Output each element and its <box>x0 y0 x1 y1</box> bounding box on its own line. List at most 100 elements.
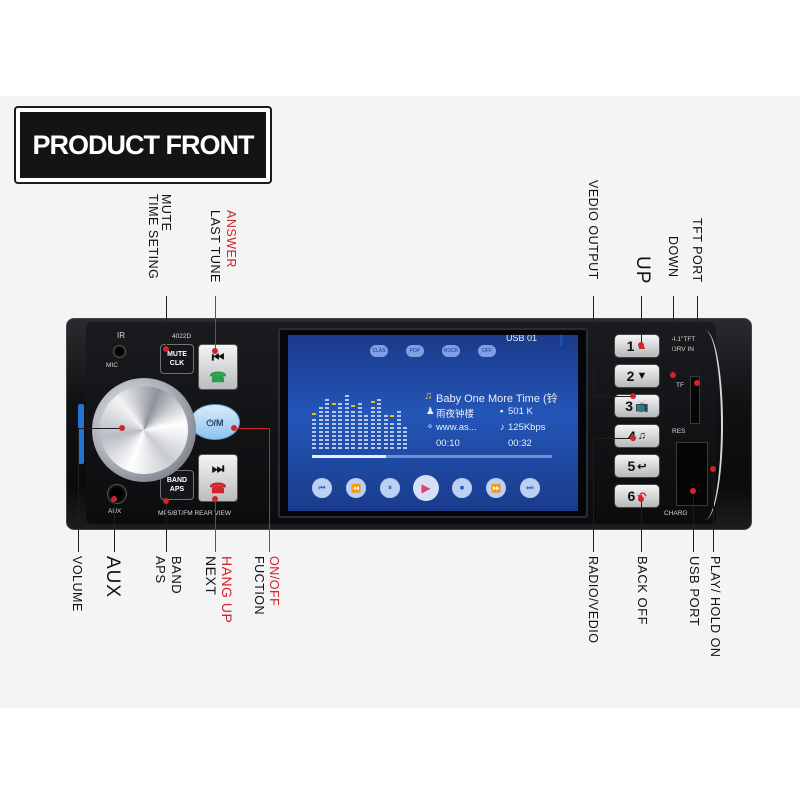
eq-bar <box>370 407 375 449</box>
hangup-next-button[interactable]: ⏭ ☎ <box>198 454 238 502</box>
model-label: 4022D <box>172 333 192 340</box>
marker-answer <box>212 348 218 354</box>
label-back-off: BACK OFF <box>635 556 650 626</box>
mute-clk-button[interactable]: MUTE CLK <box>160 344 194 374</box>
eq-bar <box>383 413 388 449</box>
leader-on-off <box>269 428 270 552</box>
leader-band <box>166 502 167 552</box>
button-2-number: 2 <box>626 368 635 384</box>
label-next: NEXT <box>203 556 219 596</box>
marker-hang-up <box>212 496 218 502</box>
artist-icon: ♟ <box>426 406 435 417</box>
device-caption: MP5/BT/FM REAR VIEW <box>158 510 231 517</box>
tf-card-slot[interactable] <box>690 376 700 424</box>
faceplate-curve <box>693 330 723 520</box>
aps-text: APS <box>169 486 185 493</box>
label-time-seting: TIME SETING <box>146 194 160 280</box>
title-box: PRODUCT FRONT <box>14 106 272 184</box>
answer-last-tune-button[interactable]: ⏮ ☎ <box>198 344 238 390</box>
page-title: PRODUCT FRONT <box>20 112 266 178</box>
label-hang-up: HANG UP <box>219 556 235 624</box>
progress-fill <box>312 455 387 458</box>
band-text: BAND <box>166 477 188 484</box>
button-1-up[interactable]: 1▲ <box>614 334 660 358</box>
elapsed-time: 00:10 <box>436 438 460 449</box>
stop-button[interactable]: ⏹ <box>452 478 472 498</box>
button-6-play-hold[interactable]: 6↶ <box>614 484 660 508</box>
button-5-back[interactable]: 5↩ <box>614 454 660 478</box>
label-mute: MUTE <box>159 194 173 232</box>
bitrate: 125Kbps <box>508 422 546 433</box>
button-3-video[interactable]: 3📺 <box>614 394 660 418</box>
button-2-down[interactable]: 2▼ <box>614 364 660 388</box>
first-track-button[interactable]: ⏮ <box>312 478 332 498</box>
eq-bar <box>357 403 362 449</box>
marker-down <box>670 372 676 378</box>
play-button[interactable]: ▶ <box>413 475 439 501</box>
label-band: BAND <box>169 556 184 595</box>
file-size-icon: ▪ <box>500 406 504 417</box>
leader-volume <box>78 428 79 552</box>
aux-jack[interactable] <box>107 484 127 504</box>
progress-track[interactable] <box>312 455 552 458</box>
eq-peak <box>370 401 375 403</box>
label-on-off: ON/OFF <box>267 556 281 607</box>
marker-band <box>163 498 169 504</box>
button-5-number: 5 <box>627 458 636 474</box>
eq-bar <box>338 401 342 449</box>
button-1-number: 1 <box>626 338 635 354</box>
eq-bar <box>331 409 336 449</box>
eq-button-rock[interactable]: ROCK <box>442 345 460 357</box>
volume-knob[interactable] <box>100 386 188 474</box>
eq-bar <box>312 419 316 449</box>
label-vedio-output: VEDIO OUTPUT <box>586 180 600 280</box>
marker-vedio-output <box>630 393 636 399</box>
label-answer: ANSWER <box>224 210 238 268</box>
pause-button[interactable]: ⏸ <box>380 478 400 498</box>
marker-back-off <box>638 496 644 502</box>
eq-button-clas[interactable]: CLAS <box>370 345 388 357</box>
mute-text: MUTE <box>167 351 187 358</box>
leader-up <box>641 296 642 344</box>
leader-tft-port <box>697 296 698 382</box>
marker-volume <box>119 425 125 431</box>
last-track-button[interactable]: ⏭ <box>520 478 540 498</box>
marker-play-hold <box>710 466 716 472</box>
artist-name: 雨夜钟楼 <box>436 409 475 420</box>
leader-answer <box>215 296 216 350</box>
eq-bar <box>364 415 368 449</box>
music-icon: ♫ <box>637 430 647 442</box>
power-mode-button[interactable]: ⏻/M <box>190 404 240 440</box>
usb-port[interactable] <box>676 442 708 506</box>
marker-usb-port <box>690 488 696 494</box>
url-text: www.as... <box>436 422 477 433</box>
leader-aux <box>114 500 115 552</box>
bitrate-icon: ♪ <box>500 422 505 433</box>
eq-bar <box>403 425 407 449</box>
leader-volume-h <box>78 428 122 429</box>
label-volume: VOLUME <box>70 556 84 612</box>
fast-forward-button[interactable]: ⏩ <box>486 478 506 498</box>
label-aux: AUX <box>102 556 123 599</box>
label-tft-port: TFT PORT <box>690 218 704 283</box>
label-radio-vedio: RADIO/VEDIO <box>586 556 600 644</box>
return-icon: ↩ <box>637 460 647 473</box>
label-usb-port: USB PORT <box>687 556 702 627</box>
source-text: USB 01 <box>506 335 538 343</box>
charg-label: CHARG <box>664 510 688 517</box>
eq-button-off[interactable]: OFF <box>478 345 496 357</box>
clk-text: CLK <box>169 360 185 367</box>
leader-usb-port <box>693 492 694 552</box>
eq-peak <box>351 405 355 407</box>
prev-icon: ⏮ <box>211 349 225 365</box>
button-4-radio[interactable]: 4♫ <box>614 424 660 448</box>
leader-play-hold <box>713 470 714 552</box>
label-up: UP <box>632 256 653 285</box>
marker-on-off <box>231 425 237 431</box>
drv-in-label: DRV IN <box>672 346 694 353</box>
rewind-button[interactable]: ⏪ <box>346 478 366 498</box>
file-size: 501 K <box>508 406 533 417</box>
eq-button-pop[interactable]: POP <box>406 345 424 357</box>
button-3-number: 3 <box>625 398 634 414</box>
marker-up <box>638 342 644 348</box>
